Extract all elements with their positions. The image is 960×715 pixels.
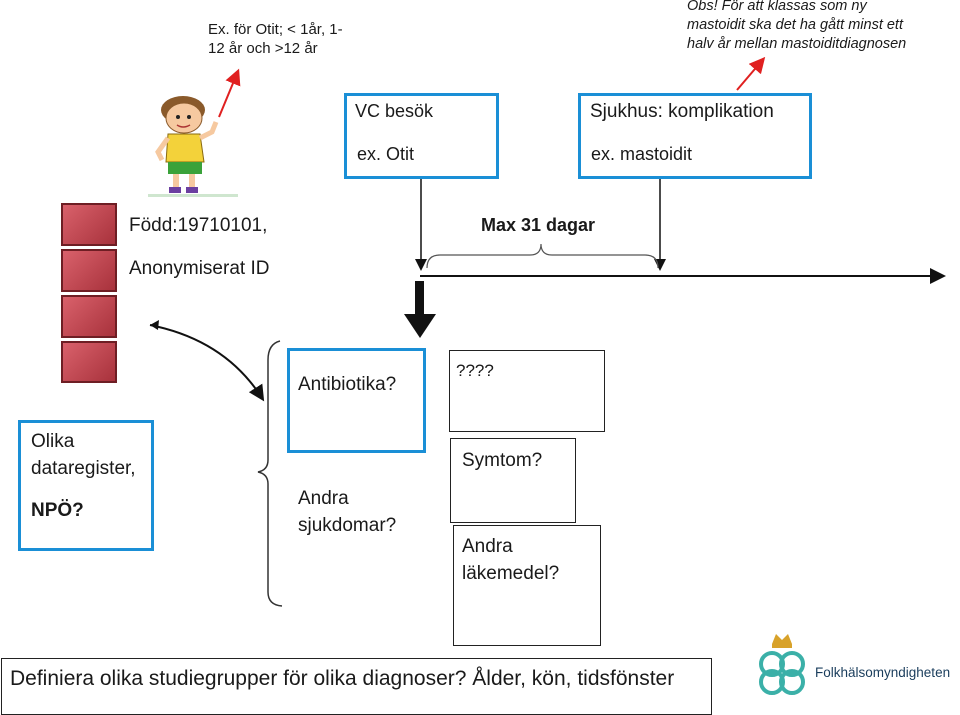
other-diseases-label: Andra sjukdomar? (298, 485, 396, 539)
other-drugs-line-1: Andra (462, 536, 513, 557)
age-groups-note: Ex. för Otit; < 1år, 1- 12 år och >12 år (208, 20, 378, 58)
vc-visit-title: VC besök (355, 101, 434, 121)
hospital-complication-example: ex. mastoidit (591, 144, 693, 164)
child-figure-icon (148, 96, 238, 197)
down-arrow-shaft (415, 281, 424, 315)
study-groups-question: Definiera olika studiegrupper för olika … (10, 667, 675, 690)
data-registers-box (18, 420, 154, 551)
grouping-brace (257, 340, 283, 607)
data-registers-label: Olika dataregister, (31, 428, 136, 482)
red-arrow-right (736, 56, 766, 91)
npo-label: NPÖ? (31, 500, 84, 521)
mastoiditis-note: Obs! För att klassas som ny mastoidit sk… (687, 0, 959, 54)
other-drugs-line-2: läkemedel? (462, 563, 560, 584)
max-days-label: Max 31 dagar (481, 215, 596, 235)
database-stack-icon (61, 203, 117, 385)
mastoid-note-line-2: mastoidit ska det ha gått minst ett (687, 17, 903, 33)
age-note-line-2: 12 år och >12 år (208, 40, 318, 57)
mastoid-note-line-1: Obs! För att klassas som ny (687, 0, 867, 14)
other-diseases-line-1: Andra (298, 488, 349, 509)
antibiotics-label: Antibiotika? (298, 374, 397, 395)
vc-visit-example: ex. Otit (357, 144, 415, 164)
hospital-complication-title: Sjukhus: komplikation (590, 101, 774, 122)
crown-logo-icon (759, 634, 805, 695)
unknown-box (449, 350, 605, 432)
other-drugs-label: Andra läkemedel? (462, 533, 559, 587)
red-arrow-left (218, 68, 241, 118)
curved-double-arrow (149, 324, 265, 402)
study-groups-box (1, 658, 712, 715)
max-days-brace (426, 243, 659, 269)
other-diseases-line-2: sjukdomar? (298, 515, 397, 536)
antibiotics-box (287, 348, 426, 453)
symptoms-label: Symtom? (462, 450, 543, 471)
symptoms-box (450, 438, 576, 523)
data-registers-line-2: dataregister, (31, 458, 136, 479)
anonymized-id-label: Anonymiserat ID (129, 258, 270, 279)
birth-date-label: Född:19710101, (129, 215, 268, 236)
other-diseases-box (287, 468, 426, 588)
down-arrow-icon (404, 314, 436, 338)
mastoid-note-line-3: halv år mellan mastoiditdiagnosen (687, 36, 907, 52)
age-note-line-1: Ex. för Otit; < 1år, 1- (208, 21, 343, 38)
hospital-complication-box (578, 93, 812, 179)
agency-logo-text: Folkhälsomyndigheten (815, 665, 951, 680)
vc-visit-box (344, 93, 499, 179)
other-drugs-box (453, 525, 601, 646)
data-registers-line-1: Olika (31, 431, 75, 452)
unknown-label: ???? (456, 361, 494, 380)
